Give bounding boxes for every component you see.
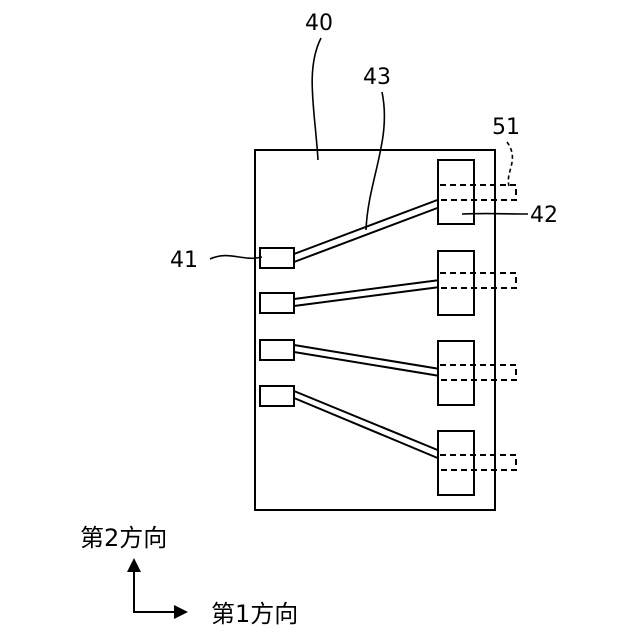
label-41: 41 — [170, 248, 198, 273]
large-pad-3 — [438, 341, 474, 405]
large-pad-2 — [438, 251, 474, 315]
label-42: 42 — [530, 203, 558, 228]
label-40: 40 — [305, 11, 333, 36]
label-51: 51 — [492, 115, 520, 140]
direction-arrows — [127, 558, 188, 619]
leader-line-51 — [507, 142, 512, 186]
first-direction-label: 第1方向 — [211, 600, 298, 628]
small-pad-2 — [260, 293, 294, 313]
second-direction-arrowhead — [127, 558, 141, 572]
label-43: 43 — [363, 65, 391, 90]
leader-line-40 — [312, 38, 321, 160]
small-pad-4 — [260, 386, 294, 406]
small-pad-3 — [260, 340, 294, 360]
second-direction-label: 第2方向 — [80, 524, 167, 552]
first-direction-arrowhead — [174, 605, 188, 619]
large-pad-4 — [438, 431, 474, 495]
small-pad-1 — [260, 248, 294, 268]
